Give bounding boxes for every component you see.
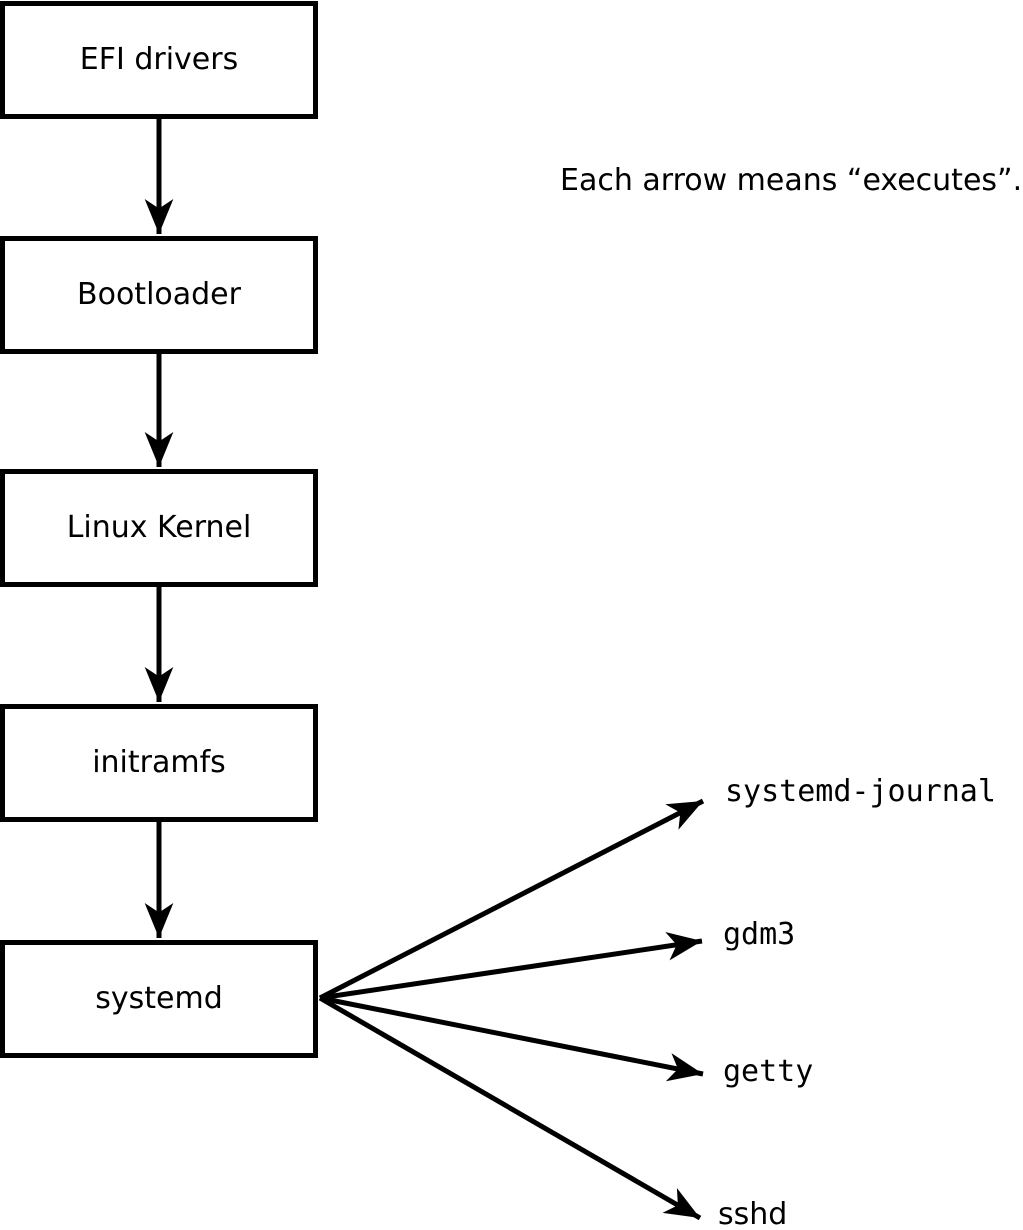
node-initramfs-label: initramfs [92,745,226,780]
node-efi-drivers-label: EFI drivers [79,42,239,77]
node-linux-kernel: Linux Kernel [0,469,318,587]
arrow-systemd-to-gdm3 [319,931,703,1001]
node-bootloader: Bootloader [0,236,318,354]
node-initramfs: initramfs [0,704,318,822]
node-bootloader-label: Bootloader [77,277,241,312]
arrow-legend-note: Each arrow means “executes”. [560,163,1023,198]
node-efi-drivers: EFI drivers [0,1,318,119]
node-systemd-label: systemd [95,981,223,1016]
node-systemd: systemd [0,940,318,1058]
arrow-systemd-to-journal [318,798,705,1001]
process-label-gdm3: gdm3 [723,917,796,952]
process-label-sshd: sshd [718,1197,788,1230]
arrow-systemd-to-sshd [318,995,702,1221]
arrow-systemd-to-getty [319,995,704,1082]
process-label-systemd-journal: systemd-journal [725,774,996,809]
process-label-getty: getty [723,1054,814,1089]
node-linux-kernel-label: Linux Kernel [66,510,252,545]
